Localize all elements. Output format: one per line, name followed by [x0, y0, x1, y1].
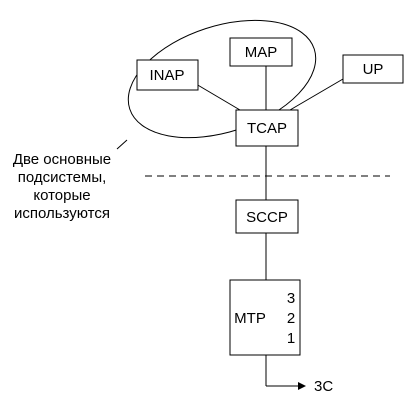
inap-tcap-line [195, 83, 241, 111]
annotation-line-4: используются [14, 205, 110, 222]
output-arrowhead [298, 382, 306, 390]
map-label: MAP [245, 44, 278, 61]
inap-label: INAP [149, 67, 184, 84]
annotation-line-3: которые [33, 187, 90, 204]
annotation-line-1: Две основные [13, 151, 111, 168]
mtp-level-3: 3 [287, 290, 295, 307]
sccp-box: SCCP [235, 199, 299, 234]
map-box: MAP [229, 37, 293, 67]
sccp-label: SCCP [246, 209, 288, 226]
up-box: UP [342, 54, 404, 84]
annotation-pointer-line [116, 139, 128, 150]
mtp-level-2: 2 [287, 310, 295, 327]
up-tcap-line [289, 78, 344, 111]
output-label: 3С [314, 378, 333, 395]
mtp-box: MTP 3 2 1 [229, 279, 301, 356]
mtp-label: MTP [234, 310, 266, 327]
mtp-level-1: 1 [287, 330, 295, 347]
annotation-line-2: подсистемы, [18, 169, 107, 186]
tcap-label: TCAP [247, 120, 287, 137]
up-label: UP [363, 61, 384, 78]
tcap-box: TCAP [235, 109, 299, 147]
subsystems-annotation: Две основные подсистемы, которые использ… [13, 151, 111, 222]
inap-box: INAP [136, 59, 199, 91]
